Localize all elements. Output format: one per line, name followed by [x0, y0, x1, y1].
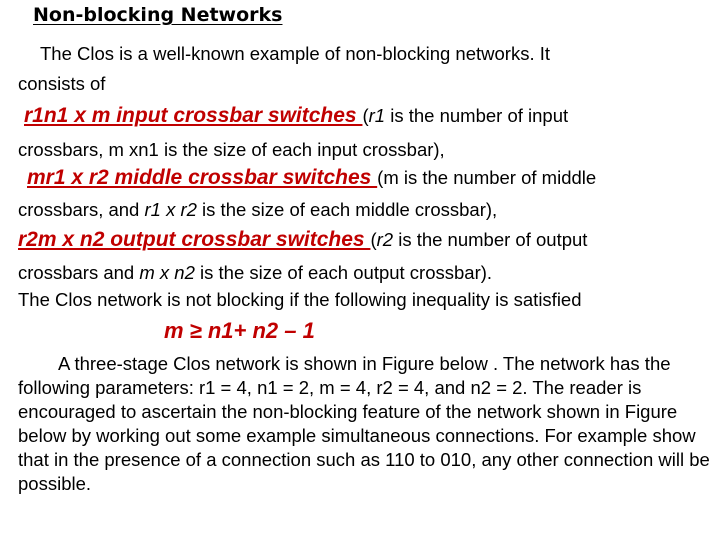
item-3-cont-a: crossbars and [18, 262, 140, 283]
item-2-desc-a: (m is the number of middle [377, 167, 597, 188]
item-1-cont-a: crossbars, m xn1 is the size of each inp… [18, 139, 445, 160]
item-3-desc-var: r2 [376, 229, 394, 250]
item-2-heading: mr1 x r2 middle crossbar switches (m is … [27, 166, 596, 190]
inequality: m ≥ n1+ n2 – 1 [164, 318, 315, 343]
item-1-desc-b: is the number of input [385, 105, 569, 126]
item-1-desc-var: r1 [368, 105, 386, 126]
intro-line-1: The Clos is a well-known example of non-… [40, 43, 551, 64]
final-paragraph-text: A three-stage Clos network is shown in F… [18, 353, 710, 494]
item-3-heading: r2m x n2 output crossbar switches (r2 is… [18, 228, 587, 252]
item-1-heading: r1n1 x m input crossbar switches (r1 is … [24, 104, 568, 128]
item-2-cont-b: is the size of each middle crossbar), [196, 199, 498, 220]
item-3-cont-b: is the size of each output crossbar). [194, 262, 493, 283]
item-3-term: r2m x n2 output crossbar switches [18, 228, 371, 251]
item-2-continuation: crossbars, and r1 x r2 is the size of ea… [18, 199, 497, 221]
item-2-cont-var: r1 x r2 [144, 199, 197, 220]
item-3-desc-a: ( [370, 229, 377, 250]
slide-title: Non-blocking Networks [33, 4, 283, 26]
intro-line-2: consists of [18, 73, 106, 94]
item-3-cont-var: m x n2 [139, 262, 195, 283]
item-3-continuation: crossbars and m x n2 is the size of each… [18, 262, 492, 284]
item-3-desc-b: is the number of output [393, 229, 588, 250]
item-2-cont-a: crossbars, and [18, 199, 145, 220]
item-1-desc-a: ( [362, 105, 369, 126]
condition-text: The Clos network is not blocking if the … [18, 289, 582, 310]
item-1-term: r1n1 x m input crossbar switches [24, 104, 363, 127]
final-paragraph: A three-stage Clos network is shown in F… [18, 352, 710, 496]
item-2-term: mr1 x r2 middle crossbar switches [27, 166, 378, 189]
item-1-continuation: crossbars, m xn1 is the size of each inp… [18, 139, 445, 161]
